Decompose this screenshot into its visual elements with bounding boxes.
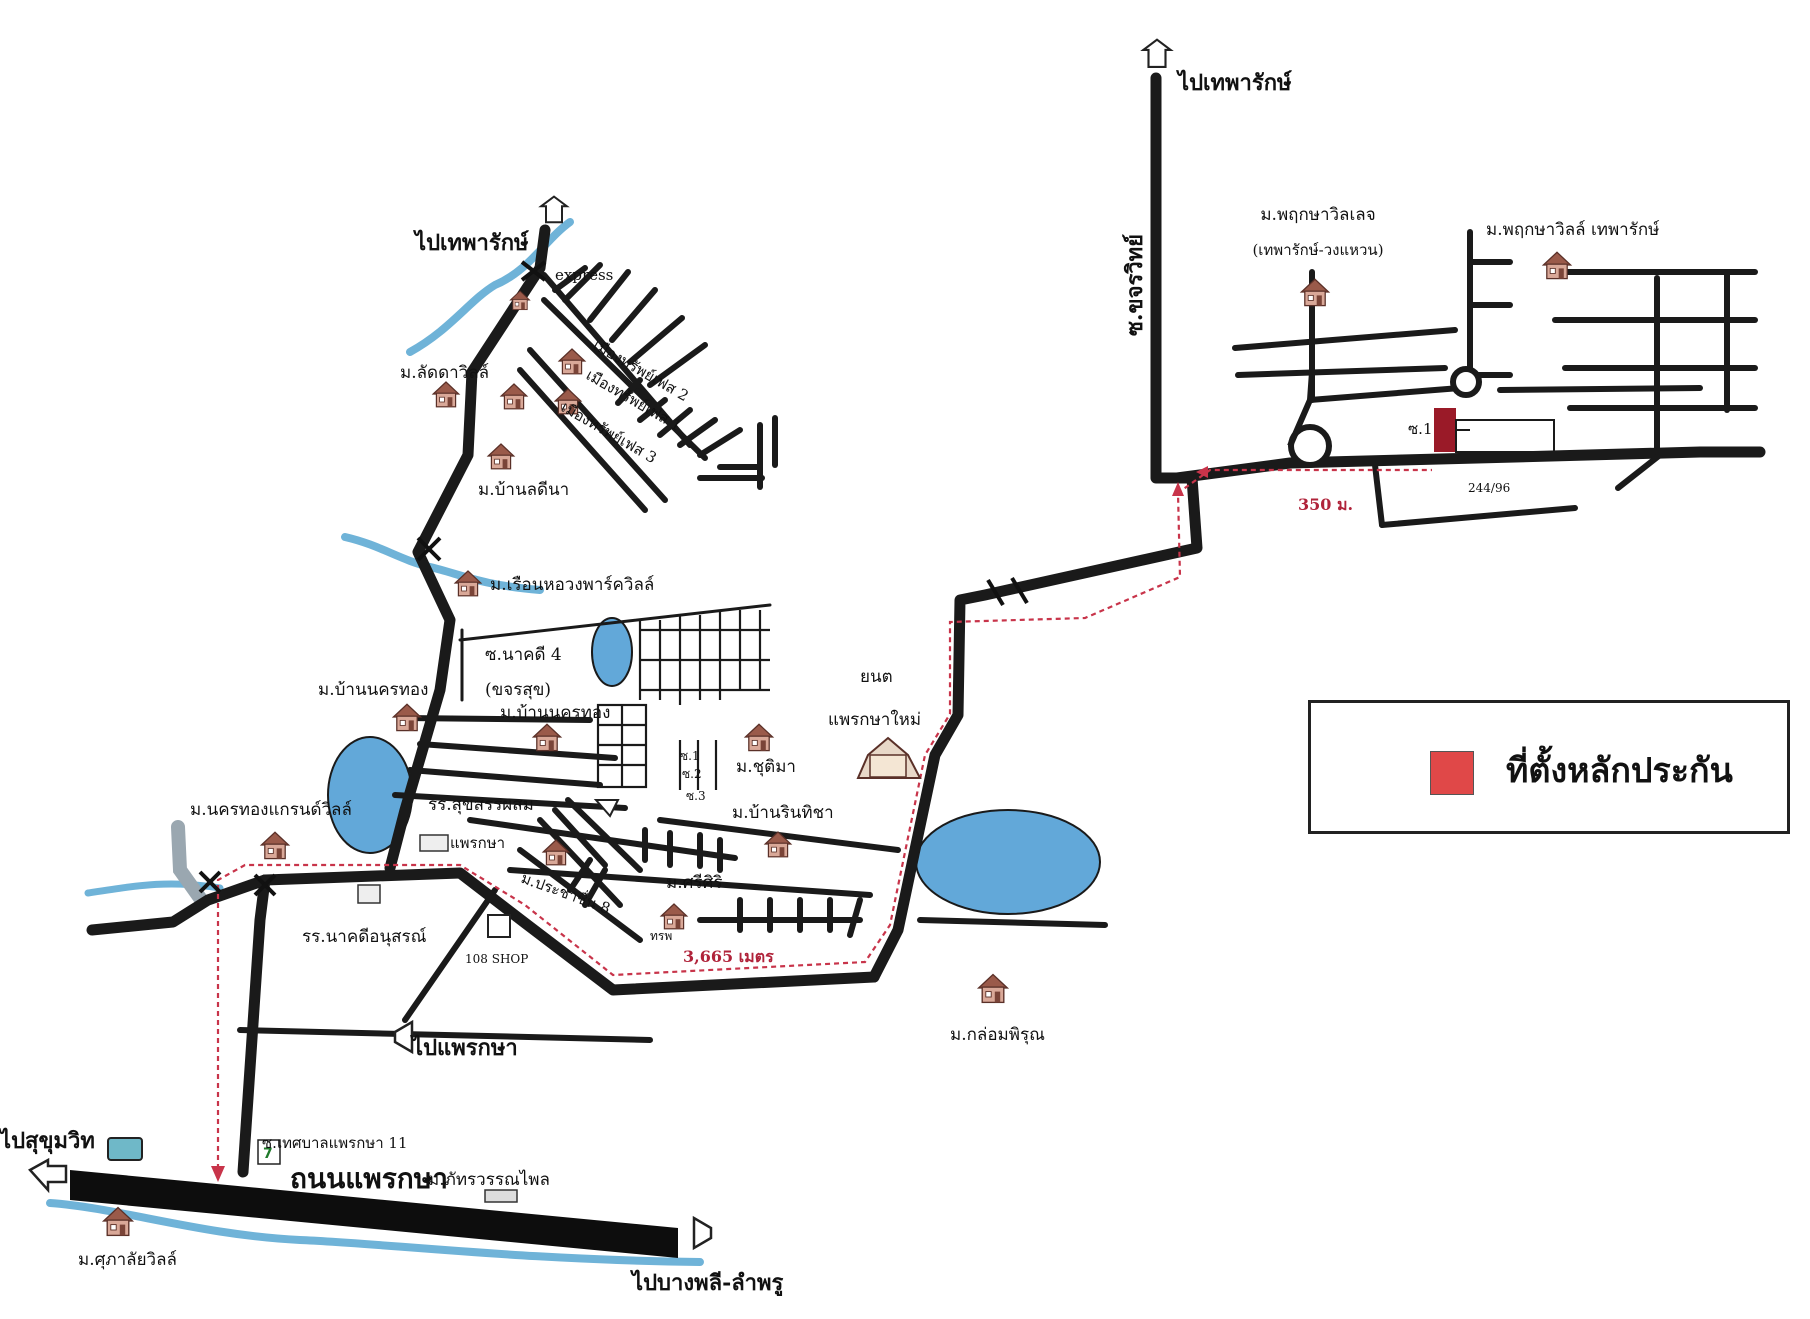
- label-pruksa-village-ring: ม.พฤกษาวิลเลจ: [1260, 205, 1375, 225]
- pond-right: [915, 809, 1101, 915]
- label-m-saksiri: ม.ศรีศิริ: [666, 873, 722, 893]
- road-west: [86, 874, 271, 936]
- sign-icon: [107, 799, 620, 1203]
- grid-block: [596, 610, 770, 790]
- house-icon: [1542, 251, 1572, 280]
- label-house-no: 244/96: [1468, 481, 1510, 495]
- label-to-phraeksa: ไปแพรกษา: [410, 1034, 518, 1061]
- label-road-phraeksa: ถนนแพรกษา: [290, 1162, 448, 1195]
- label-pruksa-village-ring-sub: (เทพารักษ์-วงแหวน): [1252, 241, 1383, 259]
- label-soi-k3: ซ.3: [686, 789, 706, 803]
- house-icon: [487, 443, 515, 470]
- label-to-thepharak-left: ไปเทพารักษ์: [413, 229, 529, 256]
- canal-grey-stub: [171, 820, 207, 905]
- label-dist-350: 350 ม.: [1298, 495, 1353, 514]
- label-108-shop: 108 SHOP: [465, 952, 528, 966]
- bridge-icons: [198, 260, 1029, 897]
- label-to-sukhumvit: ไปสุขุมวิท: [0, 1127, 95, 1155]
- bridge-icon: [520, 260, 547, 282]
- temple-icon: [856, 736, 922, 779]
- school-icon: [357, 834, 449, 904]
- road-east: [1171, 446, 1766, 484]
- bridge-icon: [253, 873, 277, 897]
- house-icon: [260, 831, 290, 860]
- canal-top: [406, 218, 574, 356]
- house-icon: [977, 973, 1009, 1004]
- label-m-ban-nakhonthong-left: ม.บ้านนครทอง: [318, 680, 428, 700]
- label-soi-k1: ซ.1: [680, 749, 700, 763]
- label-m-klomphirun: ม.กล่อมพิรุณ: [950, 1025, 1045, 1045]
- label-phraeksa-small: แพรกษา: [450, 834, 505, 852]
- label-rr-nakhon: รร.นาคดีอนุสรณ์: [302, 927, 427, 947]
- house-icon: [500, 383, 528, 410]
- house-icon: [558, 348, 586, 375]
- legend-label: ที่ตั้งหลักประกัน: [1506, 751, 1733, 791]
- label-soi-nakhon4-sub: (ขจรสุข): [485, 680, 551, 700]
- label-soi-nakhon4: ซ.นาคดี 4: [485, 645, 562, 665]
- legend-swatch: [1430, 751, 1474, 795]
- arrow-sign-icon: [1142, 38, 1172, 69]
- label-m-ban-nakhonthong-center: ม.บ้านนครทอง: [500, 703, 610, 723]
- road-south: [237, 874, 271, 1178]
- arrow-sign-icon: [28, 1019, 713, 1251]
- label-m-nakhonthong-grand: ม.นครทองแกรนด์วิลล์: [190, 800, 352, 820]
- route-path: [216, 468, 1432, 1178]
- label-m-supha: ม.ชุติมา: [736, 757, 796, 777]
- svg-text:7: 7: [263, 1146, 273, 1162]
- house-icon: [392, 703, 422, 732]
- route-arrow-north: [1172, 482, 1184, 496]
- label-to-thepharak-top: ไปเทพารักษ์: [1176, 69, 1292, 96]
- house-icon: [532, 723, 562, 752]
- label-to-bangphli: ไปบางพลี-ลำพรู: [630, 1269, 784, 1297]
- road-central: [259, 867, 880, 996]
- bridge-icon: [416, 536, 442, 562]
- legend: ที่ตั้งหลักประกัน: [1308, 700, 1790, 834]
- label-soi-khonwit: ซ.ขจรวิทย์: [1122, 234, 1148, 336]
- shop-icon: [487, 914, 511, 938]
- ponds: [327, 617, 1101, 915]
- roundabout-small: [1450, 366, 1482, 398]
- label-phraeksa-mai: แพรกษาใหม่: [828, 709, 921, 730]
- label-express: express: [555, 266, 613, 284]
- label-m-phatthra: ม.ภัทรวรรณไพล: [428, 1169, 550, 1190]
- label-m-ban-lada: ม.บ้านลดีนา: [478, 480, 569, 500]
- roundabouts: [1288, 366, 1482, 468]
- label-m-ruenhong: ม.เรือนหอวงพาร์ควิลล์: [490, 575, 654, 595]
- label-pruksa-ville-thepharak: ม.พฤกษาวิลล์ เทพารักษ์: [1486, 220, 1660, 240]
- property-location-marker: [1434, 408, 1555, 453]
- label-rr-suksaphan: รร.สุขสรรผสม: [428, 795, 534, 815]
- arrow-sign-icon: [540, 195, 568, 224]
- label-m-supalai-ville: ม.ศุภาลัยวิลล์: [78, 1250, 177, 1270]
- route-arrow-east: [1196, 466, 1208, 478]
- house-icon: [744, 723, 774, 752]
- label-soi1-east: ซ.1: [1408, 420, 1433, 438]
- label-soi-thesaban11: ซ.เทศบาลแพรกษา 11: [262, 1134, 407, 1152]
- label-m-ban-rinthicha: ม.บ้านรินทิชา: [732, 803, 834, 823]
- bridge-icon: [198, 870, 222, 894]
- label-yatch: ยนต: [860, 667, 893, 687]
- bridge-icon: [986, 576, 1029, 607]
- canal-bottom: [46, 1199, 704, 1266]
- label-soi-k2: ซ.2: [682, 767, 702, 781]
- house-icon: [1300, 278, 1330, 307]
- local-streets: [237, 229, 1758, 1043]
- label-school-small: ทรพ: [650, 929, 672, 943]
- pond-center: [591, 617, 633, 687]
- road-phraeksa: [70, 1170, 678, 1258]
- label-m-lat-ville: ม.ลัดดาวิลล์: [400, 363, 489, 383]
- label-dist-3665: 3,665 เมตร: [683, 947, 774, 966]
- canals: [46, 218, 704, 1266]
- store-711-icon: 7: [257, 1139, 281, 1165]
- major-roads: [86, 72, 1766, 1178]
- house-icon: [432, 381, 460, 408]
- route-arrow-south: [211, 1166, 225, 1182]
- house-icon: [660, 903, 688, 930]
